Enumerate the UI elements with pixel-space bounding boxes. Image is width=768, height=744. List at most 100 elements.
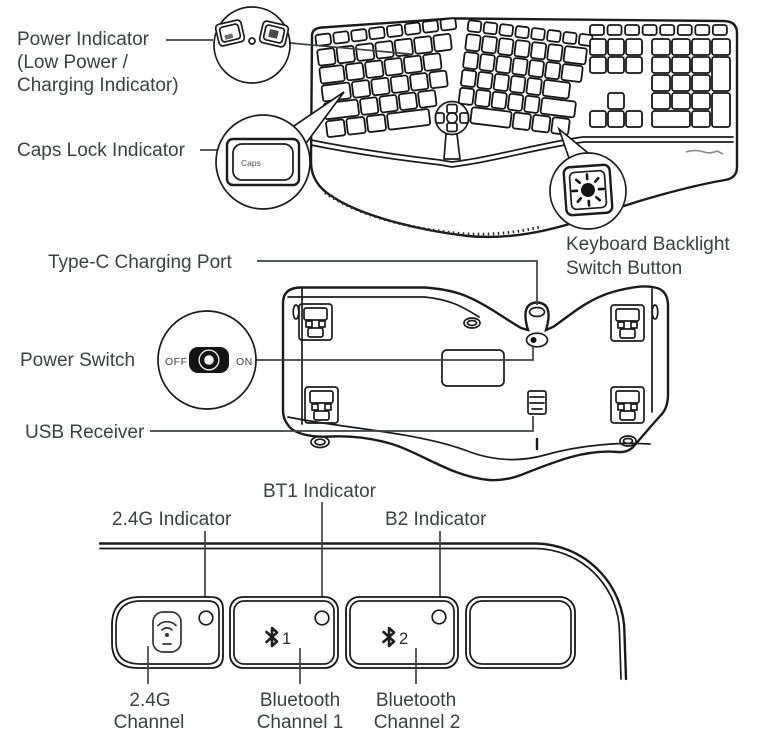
keyboard-key [671, 56, 691, 74]
usb-receiver-graphic [527, 390, 547, 451]
off-label: OFF [165, 356, 188, 368]
keyboard-key [676, 24, 693, 36]
channel-key-24g [111, 596, 224, 669]
keyboard-key [651, 74, 671, 92]
keyboard-key [397, 91, 418, 111]
keyboard-key [607, 38, 625, 56]
keyboard-key [513, 39, 531, 59]
power-indicator-callout-circle [213, 6, 291, 84]
usb-receiver-callout-line [150, 416, 534, 432]
power-indicator-label-line1: Power Indicator [17, 29, 150, 50]
keyboard-key [314, 32, 333, 47]
keyboard-key [350, 28, 368, 43]
keyboard-key [562, 31, 578, 45]
keyboard-key [541, 79, 571, 100]
keyboard-key [335, 44, 356, 65]
bt1-digit: 1 [282, 630, 291, 648]
power-indicator-label-line3: Charging Indicator) [17, 75, 179, 96]
nav-numpad-cluster [589, 24, 731, 128]
label-plate [441, 349, 505, 387]
keyboard-key [562, 45, 588, 66]
keyboard-key [691, 74, 711, 92]
keyboard-key [378, 94, 399, 114]
power-indicator-label-line2: (Low Power / [17, 52, 129, 73]
keyboard-key [316, 47, 337, 67]
keyboard-key [386, 23, 404, 38]
channel-key-bt2: 2 [345, 596, 459, 669]
keyboard-key [413, 35, 434, 55]
channel-bt1-label-line2: Channel 1 [257, 712, 344, 733]
keyboard-key [589, 56, 607, 74]
keyboard-key [691, 110, 711, 128]
indicator-led-24g [198, 610, 214, 626]
indicator-bt1-label: BT1 Indicator [263, 481, 377, 502]
keyboard-key [457, 86, 475, 106]
keyboard-key [589, 38, 607, 56]
keyboard-key [529, 41, 548, 61]
keyboard-key [607, 110, 625, 128]
keyboard-key [482, 21, 499, 36]
keyboard-key [344, 61, 365, 82]
keyboard-key [539, 96, 577, 119]
indicator-led-bt1 [314, 610, 330, 626]
channel-bt1-label-line1: Bluetooth [260, 690, 340, 711]
backlight-label-line2: Switch Button [566, 258, 682, 279]
keyboard-key [432, 33, 453, 53]
keyboard-key [651, 110, 691, 128]
keyboard-key [544, 61, 562, 81]
keyboard-top-view [309, 17, 739, 239]
keyboard-key [325, 118, 347, 138]
keyboard-key [606, 24, 623, 36]
keyboard-key [671, 92, 691, 110]
keyboard-key [625, 110, 643, 128]
keyboard-key [607, 92, 625, 110]
keyboard-key [659, 24, 676, 36]
keyboard-key [364, 59, 385, 79]
wrist-rest-texture [324, 191, 541, 236]
keyboard-key [498, 23, 515, 38]
keyboard-key [476, 71, 494, 90]
keyboard-key [509, 75, 527, 94]
indicator-led-b2 [431, 609, 447, 625]
keyboard-key [480, 35, 498, 55]
keyboard-key [546, 29, 562, 43]
wifi-dongle-icon [152, 611, 182, 653]
keyboard-key [671, 38, 691, 56]
keyboard-key [711, 56, 731, 92]
brand-mark [685, 149, 724, 155]
keyboard-key [711, 38, 731, 56]
channel-bt2-label-line2: Channel 2 [374, 712, 461, 733]
channel-keys-closeup: 1 2 2.4G Indicator BT1 Indicator B2 Indi… [98, 481, 628, 733]
keyboard-key [389, 74, 410, 94]
keyboard-key [497, 37, 515, 57]
power-switch-callout-circle: OFF ON [157, 310, 257, 410]
channel-24g-label-line1: 2.4G [129, 690, 170, 711]
channel-24g-label-line2: Channel [114, 712, 185, 733]
keyboard-key [332, 30, 350, 45]
keyboard-key [560, 63, 584, 83]
keyboard-key [439, 17, 458, 32]
keyboard-key [694, 24, 711, 36]
backlight-icon [562, 163, 614, 217]
keyboard-key [589, 24, 605, 36]
keyboard-key [531, 114, 552, 134]
keyboard-key [711, 92, 731, 128]
keyboard-key [370, 76, 391, 97]
keyboard-key [386, 108, 432, 131]
keyboard-key [460, 69, 478, 88]
keyboard-key [511, 57, 529, 77]
keyboard-key [374, 40, 395, 60]
keyboard-key [469, 106, 513, 129]
power-led [248, 37, 256, 45]
keyboard-key [651, 92, 671, 110]
channel-key-blank [465, 596, 576, 669]
type-c-label: Type-C Charging Port [48, 252, 232, 273]
keyboard-key [359, 96, 380, 116]
indicator-24g-label: 2.4G Indicator [112, 509, 232, 530]
power-switch-callout-line [256, 347, 534, 361]
backlight-label-line1: Keyboard Backlight [566, 234, 730, 255]
on-label: ON [236, 356, 253, 368]
caps-key-label: Caps [241, 158, 261, 168]
